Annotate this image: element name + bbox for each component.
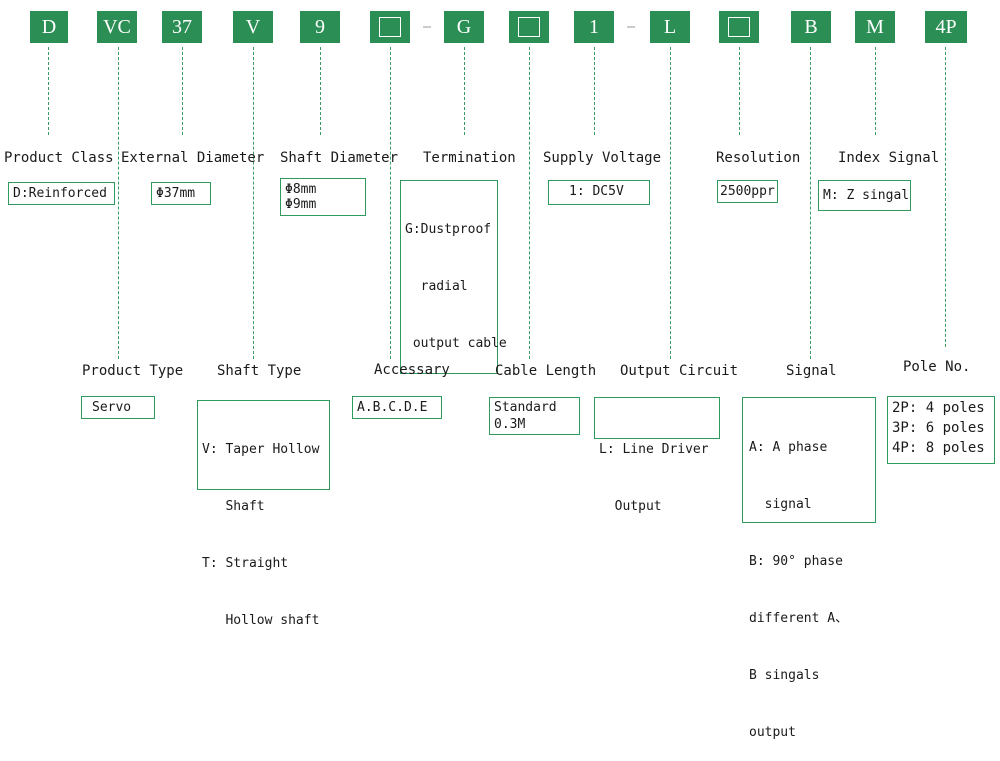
option-line: 4P: 8 poles [892, 440, 985, 456]
options-output-circuit: L: Line Driver Output [594, 397, 720, 514]
code-box-shaft-type: V [233, 11, 273, 43]
connector-line [390, 47, 391, 359]
option-line: G:Dustproof [405, 222, 492, 237]
option-line: D:Reinforced [13, 186, 107, 201]
options-pole-no: 2P: 4 poles 3P: 6 poles 4P: 8 poles [887, 396, 995, 464]
option-line: A.B.C.D.E [357, 400, 428, 415]
heading-shaft-type: Shaft Type [217, 363, 302, 379]
heading-product-class: Product Class [4, 150, 114, 166]
options-external-diameter: Φ37mm [151, 182, 211, 205]
code-box-product-class: D [30, 11, 68, 43]
connector-line [945, 47, 946, 347]
options-shaft-diameter: Φ8mm Φ9mm [280, 178, 366, 216]
option-line: B: 90° phase [749, 554, 843, 569]
code-box-supply-voltage: 1 [574, 11, 614, 43]
blank-square-icon [518, 17, 540, 37]
options-product-type: Servo [81, 396, 155, 419]
connector-line [875, 47, 876, 135]
heading-external-diameter: External Diameter [121, 150, 265, 166]
option-line: Φ37mm [156, 186, 196, 201]
blank-square-icon [379, 17, 401, 37]
connector-line [253, 47, 254, 359]
heading-cable-length: Cable Length [495, 363, 597, 379]
code-box-signal: B [791, 11, 831, 43]
options-shaft-type: V: Taper Hollow Shaft T: Straight Hollow… [197, 400, 330, 628]
option-line: Servo [92, 400, 132, 415]
options-signal: A: A phase signal B: 90° phase different… [742, 397, 876, 740]
connector-line [182, 47, 183, 135]
code-box-cable-length [509, 11, 549, 43]
option-line: Hollow shaft [202, 613, 320, 628]
option-line: Output [599, 499, 662, 514]
code-box-external-diameter: 37 [162, 11, 202, 43]
option-line: V: Taper Hollow [202, 442, 320, 457]
option-line: Shaft [202, 499, 265, 514]
connector-line [810, 47, 811, 359]
option-line: radial [405, 279, 468, 294]
connector-line [48, 47, 49, 135]
code-box-shaft-diameter: 9 [300, 11, 340, 43]
options-index-signal: M: Z singal [818, 180, 911, 211]
heading-accessary: Accessary [374, 362, 450, 378]
option-line: Φ9mm [285, 197, 317, 212]
option-line: 2500ppr [720, 184, 775, 199]
code-box-termination: G [444, 11, 484, 43]
code-box-output-circuit: L [650, 11, 690, 43]
option-line: B singals [749, 668, 820, 683]
connector-line [594, 47, 595, 135]
option-line: T: Straight [202, 556, 289, 571]
heading-resolution: Resolution [716, 150, 801, 166]
code-box-index-signal: M [855, 11, 895, 43]
heading-shaft-diameter: Shaft Diameter [280, 150, 399, 166]
heading-termination: Termination [423, 150, 516, 166]
options-supply-voltage: 1: DC5V [548, 180, 650, 205]
option-line: Φ8mm [285, 182, 317, 197]
blank-square-icon [728, 17, 750, 37]
heading-pole-no: Pole No. [903, 359, 971, 375]
connector-line [118, 47, 119, 359]
separator-dash [423, 26, 431, 28]
code-box-product-type: VC [97, 11, 137, 43]
connector-line [739, 47, 740, 135]
options-accessary: A.B.C.D.E [352, 396, 442, 419]
options-termination: G:Dustproof radial output cable [400, 180, 507, 374]
heading-index-signal: Index Signal [838, 150, 940, 166]
option-line: different A、 [749, 611, 849, 626]
heading-product-type: Product Type [82, 363, 184, 379]
option-line: M: Z singal [823, 188, 910, 203]
options-product-class: D:Reinforced [8, 182, 115, 205]
heading-signal: Signal [786, 363, 837, 379]
options-resolution: 2500ppr [717, 180, 778, 203]
option-line: output cable [405, 336, 507, 351]
option-line: Standard [494, 400, 557, 415]
option-line: 3P: 6 poles [892, 420, 985, 436]
heading-supply-voltage: Supply Voltage [543, 150, 662, 166]
option-line: output [749, 725, 796, 740]
option-line: signal [749, 497, 812, 512]
separator-dash [627, 26, 635, 28]
options-cable-length: Standard 0.3M [489, 397, 580, 435]
heading-output-circuit: Output Circuit [620, 363, 739, 379]
code-box-resolution [719, 11, 759, 43]
code-box-pole-no: 4P [925, 11, 967, 43]
code-box-accessary [370, 11, 410, 43]
connector-line [670, 47, 671, 359]
option-line: 1: DC5V [569, 184, 624, 199]
option-line: 2P: 4 poles [892, 400, 985, 416]
connector-line [320, 47, 321, 135]
connector-line [464, 47, 465, 135]
option-line: L: Line Driver [599, 442, 709, 457]
option-line: 0.3M [494, 417, 526, 432]
connector-line [529, 47, 530, 359]
option-line: A: A phase [749, 440, 828, 455]
